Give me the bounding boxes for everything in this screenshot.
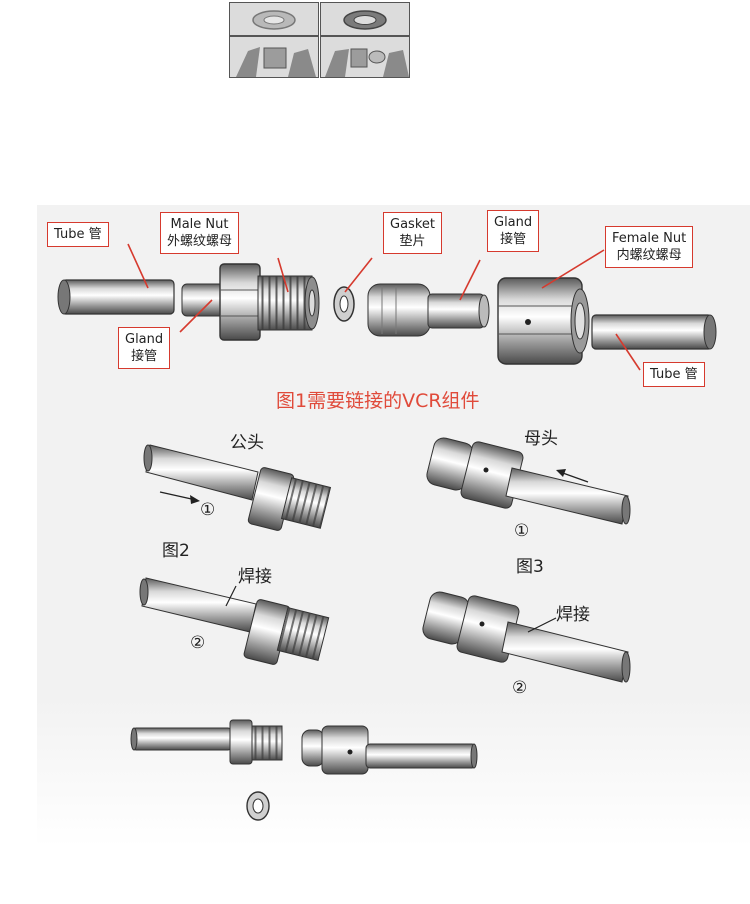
- final-assembly: [130, 719, 478, 821]
- label-male-head: 公头: [230, 433, 264, 453]
- callout-gland-lower-line1: Gland: [125, 332, 164, 347]
- label-female-head: 母头: [524, 429, 558, 449]
- label-step2-right: ②: [512, 678, 528, 698]
- tube-right: [591, 314, 717, 350]
- callout-female-nut-line1: Female Nut: [612, 231, 687, 246]
- callout-tube-right: Tube 管: [643, 362, 705, 387]
- gland-left: [181, 283, 225, 317]
- label-step1-right: ①: [514, 521, 530, 541]
- label-weld-left: 焊接: [238, 567, 272, 587]
- callout-gasket-line1: Gasket: [390, 217, 435, 232]
- figure-1-caption: 图1需要链接的VCR组件: [276, 390, 480, 412]
- callout-female-nut-line2: 内螺纹螺母: [616, 248, 682, 263]
- callout-tube-right-text: Tube 管: [650, 367, 698, 382]
- callout-gland-upper-line2: 接管: [500, 232, 527, 247]
- diagram-panel-bottom: [37, 697, 750, 847]
- gasket-photo-2: [321, 3, 409, 77]
- callout-gasket: Gasket 垫片: [383, 212, 442, 254]
- male-nut: [219, 263, 320, 341]
- fig2-assembly-step2: [139, 577, 330, 665]
- callout-tube-left: Tube 管: [47, 222, 109, 247]
- callout-gasket-line2: 垫片: [399, 234, 426, 249]
- tube-left: [57, 279, 175, 315]
- label-step2-left: ②: [190, 633, 206, 653]
- callout-male-nut-line1: Male Nut: [170, 217, 229, 232]
- gland-right: [367, 283, 490, 337]
- label-fig3: 图3: [516, 557, 544, 577]
- thumbnail-gasket-install-1: [229, 2, 319, 78]
- leader-lines: [127, 243, 641, 371]
- female-nut: [497, 277, 590, 365]
- callout-gland-upper-line1: Gland: [494, 215, 533, 230]
- fig3-assembly-step2: [422, 591, 631, 683]
- callout-gland-lower: Gland 接管: [118, 327, 171, 369]
- thumbnail-gasket-install-2: [320, 2, 410, 78]
- label-fig2: 图2: [162, 541, 190, 561]
- label-weld-right: 焊接: [556, 605, 590, 625]
- label-step1-left: ①: [200, 500, 216, 520]
- callout-female-nut: Female Nut 内螺纹螺母: [605, 226, 694, 268]
- callout-gland-upper: Gland 接管: [487, 210, 540, 252]
- fig2-assembly-step1: [143, 444, 332, 531]
- callout-gland-lower-line2: 接管: [131, 349, 158, 364]
- gasket: [333, 286, 355, 322]
- callout-male-nut-line2: 外螺纹螺母: [167, 234, 233, 249]
- callout-tube-left-text: Tube 管: [54, 227, 102, 242]
- fig3-assembly-step1: [426, 437, 631, 525]
- callout-male-nut: Male Nut 外螺纹螺母: [160, 212, 240, 254]
- gasket-photo-1: [230, 3, 318, 77]
